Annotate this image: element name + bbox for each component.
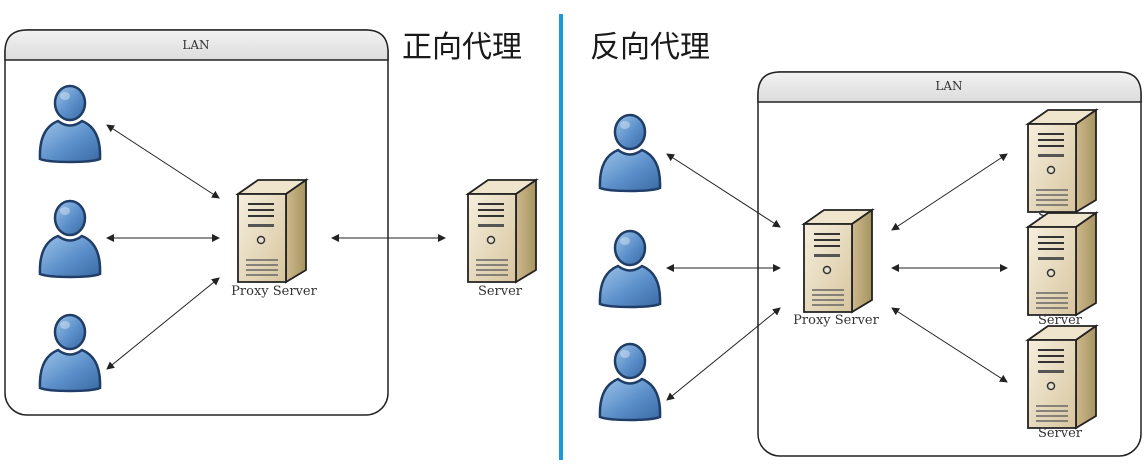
reverse-client-1-user-icon <box>598 113 662 193</box>
reverse-edge-client3-proxy <box>666 307 781 401</box>
reverse-server-2-label: Server <box>1038 313 1083 328</box>
reverse-edge-proxy-server3 <box>891 307 1008 383</box>
forward-server-icon <box>467 179 537 283</box>
reverse-lan-label: LAN <box>935 79 962 93</box>
forward-connections <box>106 124 446 370</box>
forward-lan-panel: LAN <box>4 29 389 416</box>
forward-proxy-server-icon <box>237 179 307 283</box>
reverse-server-3-icon <box>1027 325 1097 429</box>
reverse-title: 反向代理 <box>590 30 710 65</box>
reverse-client-2-user-icon <box>598 229 662 309</box>
reverse-server-1-icon <box>1027 109 1097 213</box>
reverse-proxy-label: Proxy Server <box>793 313 879 328</box>
forward-edge-client3-proxy <box>106 277 220 370</box>
forward-server-label: Server <box>478 284 523 299</box>
reverse-server-2-icon <box>1027 212 1097 316</box>
forward-proxy-label: Proxy Server <box>231 284 317 299</box>
reverse-connections <box>666 153 1008 401</box>
reverse-client-3-user-icon <box>598 342 662 422</box>
reverse-edge-client1-proxy <box>666 153 781 228</box>
reverse-edge-proxy-server1 <box>891 153 1008 231</box>
forward-title: 正向代理 <box>402 30 522 65</box>
forward-lan-label: LAN <box>182 38 209 52</box>
forward-edge-client1-proxy <box>106 124 220 199</box>
reverse-server-3-label: Server <box>1038 426 1083 441</box>
reverse-proxy-server-icon <box>803 209 873 313</box>
